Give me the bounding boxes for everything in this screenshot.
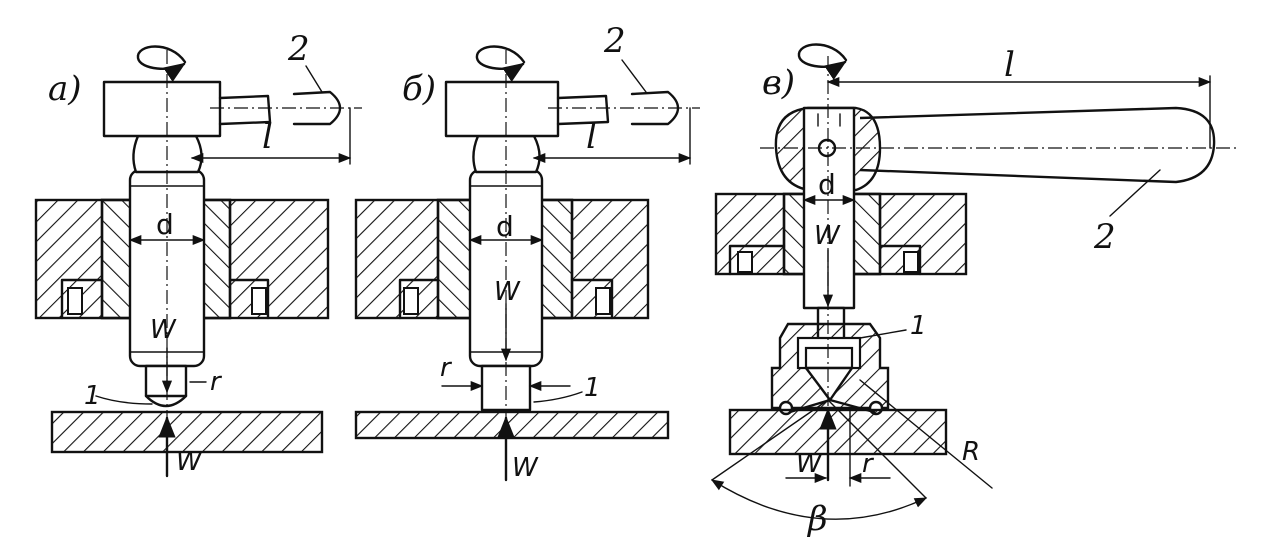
view-a: а) 2 l d W W r 1 — [34, 29, 362, 478]
tip-callout-b: 1 — [584, 373, 601, 403]
rotation-arrow-c — [797, 43, 848, 80]
view-c: в) 2 l d W W r 1 R β — [710, 43, 1240, 539]
force-outer-b: W — [512, 453, 539, 483]
radius-c: r — [862, 449, 875, 479]
big-radius-c: R — [962, 437, 980, 467]
lever-length-b: l — [586, 117, 597, 157]
tip-cap-c — [770, 322, 890, 416]
radius-a: r — [210, 367, 223, 397]
diameter-a: d — [156, 208, 174, 241]
diameter-b: d — [496, 210, 514, 243]
diameter-c: d — [818, 168, 836, 201]
view-b: б) 2 l d W W r 1 — [354, 21, 700, 483]
view-label-c: в) — [762, 63, 795, 103]
tip-callout-a: 1 — [84, 381, 101, 411]
view-label-a: а) — [48, 69, 82, 109]
tip-callout-c: 1 — [910, 311, 927, 341]
view-label-b: б) — [402, 69, 436, 109]
workpiece-c — [728, 408, 948, 456]
force-inner-c: W — [814, 221, 841, 251]
workpiece-b — [354, 410, 670, 440]
handle-callout-a: 2 — [287, 29, 310, 69]
force-inner-b: W — [494, 277, 521, 307]
force-outer-a: W — [176, 447, 203, 477]
handle-callout-c: 2 — [1093, 217, 1116, 257]
force-outer-c: W — [796, 449, 823, 479]
radius-b: r — [440, 353, 453, 383]
lever-length-a: l — [262, 117, 273, 157]
lever-length-c: l — [1004, 45, 1015, 85]
handle-callout-b: 2 — [603, 21, 626, 61]
angle-c: β — [806, 499, 828, 539]
force-inner-a: W — [150, 315, 177, 345]
workpiece-a — [50, 410, 324, 454]
rotation-arrow-b — [475, 45, 526, 82]
rotation-arrow-a — [136, 45, 187, 82]
